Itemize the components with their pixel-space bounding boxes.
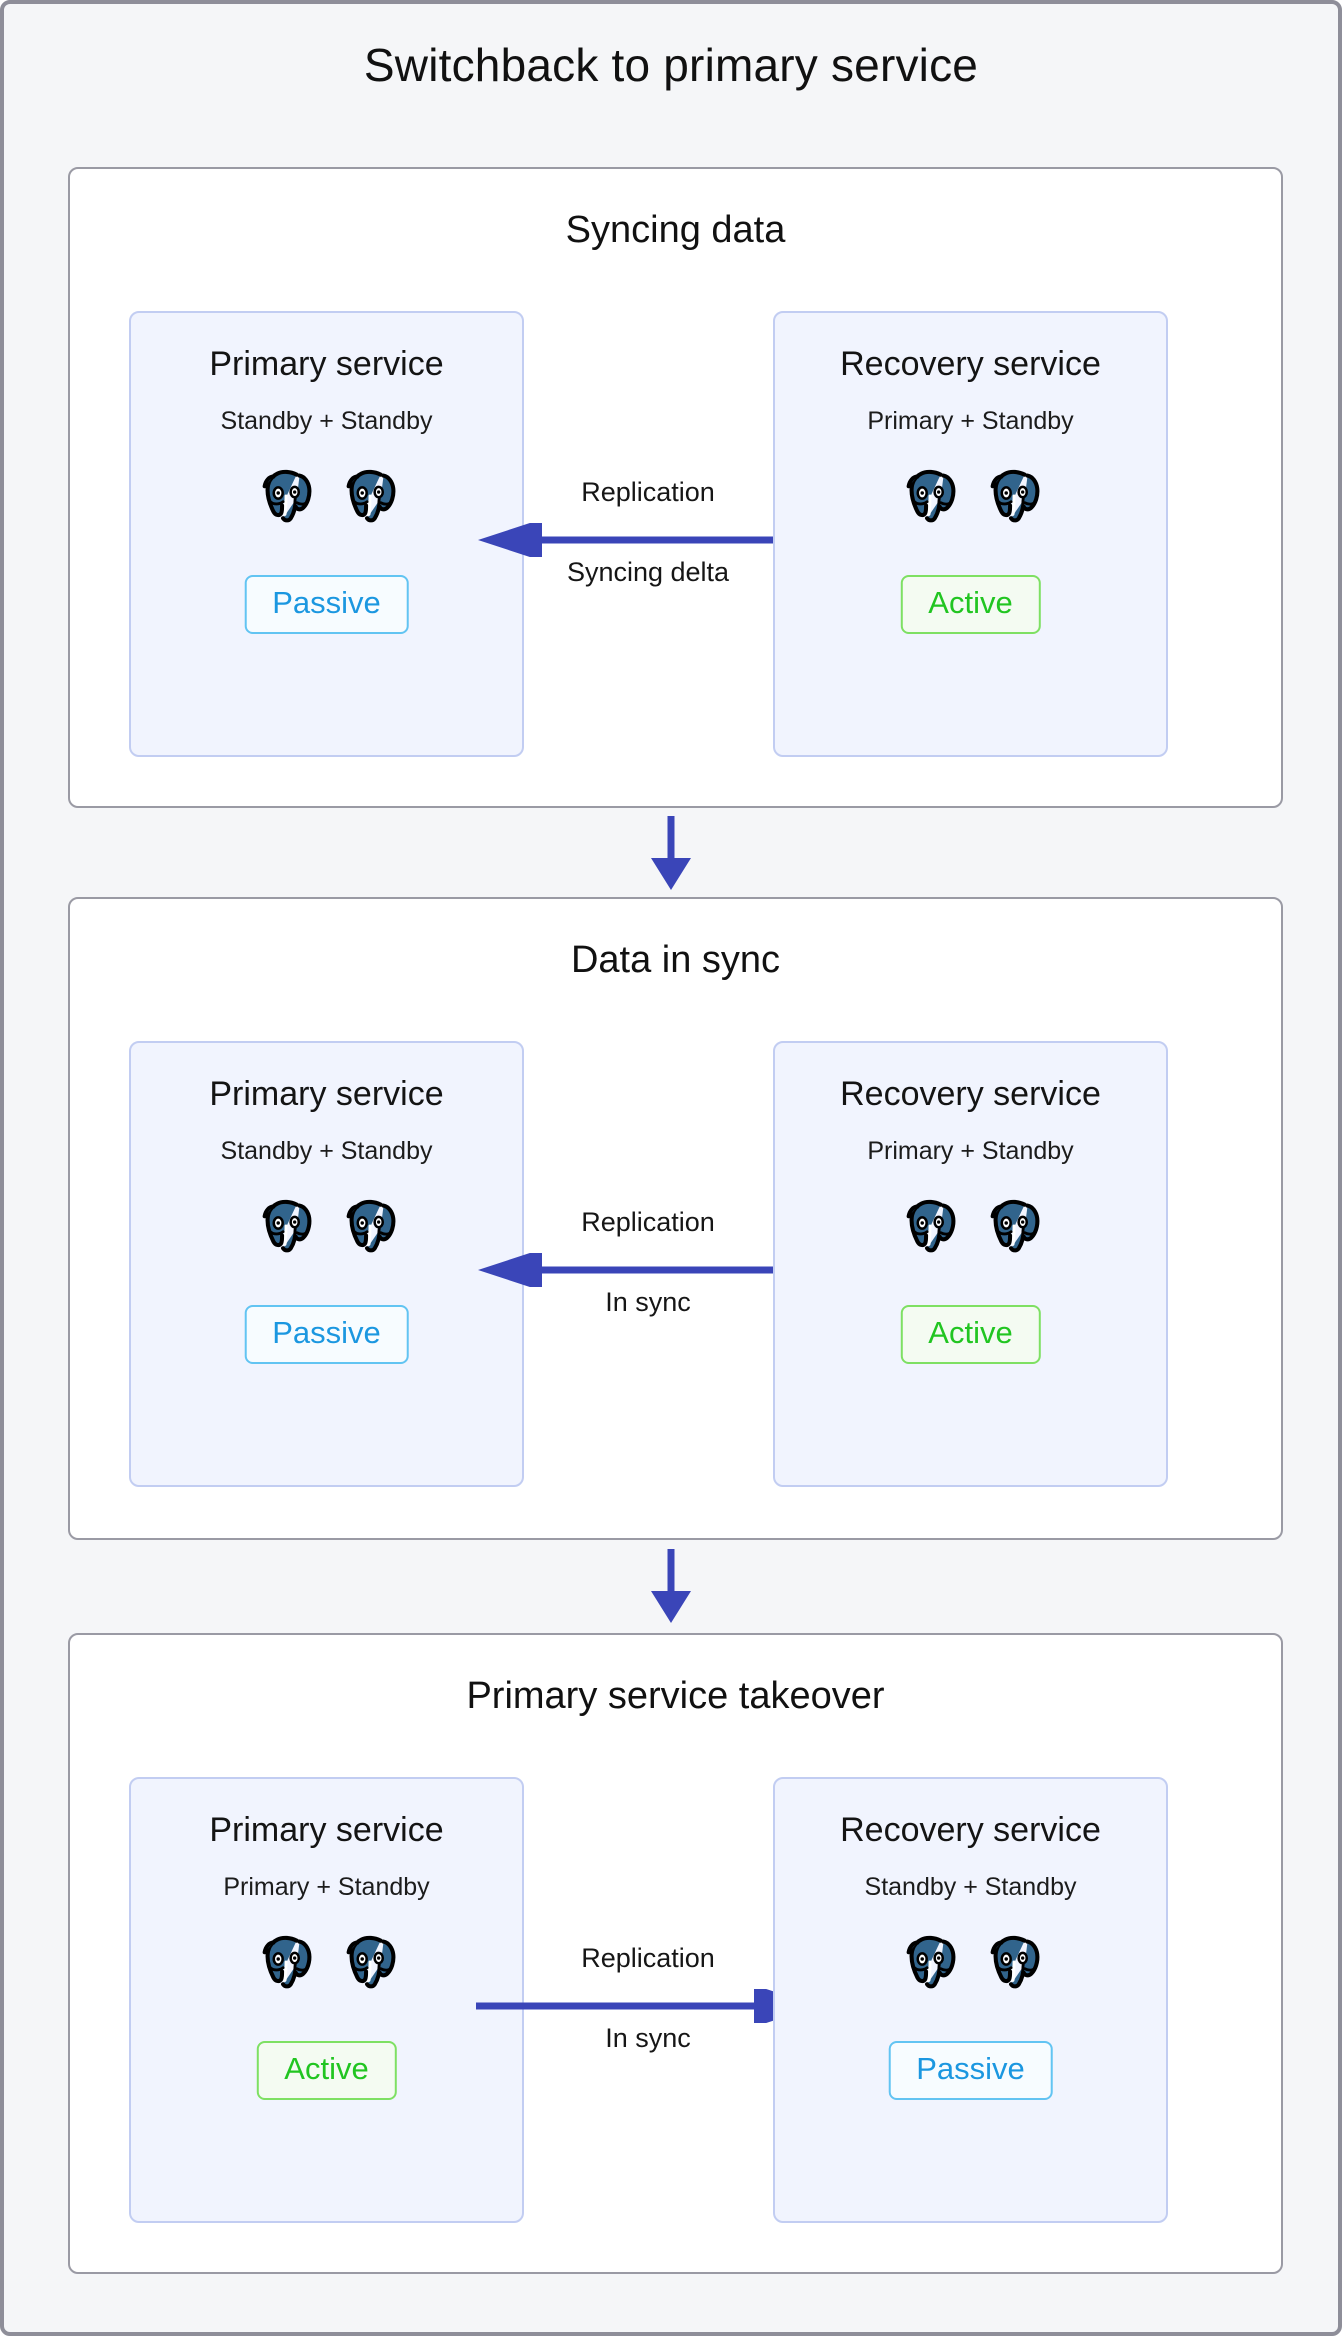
stage-title: Data in sync xyxy=(570,939,781,981)
arrow-left-icon xyxy=(478,523,820,557)
postgres-elephant-icon xyxy=(906,1935,955,1989)
stage-title: Primary service takeover xyxy=(466,1675,885,1717)
database-node-row xyxy=(775,1193,1166,1255)
service-roles: Primary + Standby xyxy=(867,407,1074,435)
service-roles: Standby + Standby xyxy=(220,407,433,435)
postgres-elephant-icon xyxy=(990,1199,1039,1253)
stage-panel-data-in-sync: Data in sync Primary service Standby + S… xyxy=(68,897,1283,1540)
service-card-recovery[interactable]: Recovery service Primary + Standby xyxy=(773,1041,1168,1487)
service-roles: Primary + Standby xyxy=(223,1873,430,1901)
stage-panel-primary-service-takeover: Primary service takeover Primary service… xyxy=(68,1633,1283,2274)
stage-title: Syncing data xyxy=(565,209,786,251)
database-node-row xyxy=(131,463,522,525)
service-name: Recovery service xyxy=(840,1075,1101,1113)
replication-label-bottom: In sync xyxy=(605,2023,691,2053)
arrow-down-icon xyxy=(651,816,691,890)
postgres-elephant-icon xyxy=(346,1935,395,1989)
replication-connector: Replication Syncing delta xyxy=(478,311,820,757)
service-card-recovery[interactable]: Recovery service Primary + Standby xyxy=(773,311,1168,757)
postgres-elephant-icon xyxy=(346,1199,395,1253)
service-roles: Primary + Standby xyxy=(867,1137,1074,1165)
postgres-elephant-icon xyxy=(346,469,395,523)
postgres-elephant-icon xyxy=(990,469,1039,523)
database-node-row xyxy=(775,1929,1166,1991)
service-name: Primary service xyxy=(209,345,444,383)
replication-connector: Replication In sync xyxy=(478,1041,820,1487)
database-node-row xyxy=(131,1193,522,1255)
status-badge: Passive xyxy=(244,1305,409,1364)
status-badge: Passive xyxy=(888,2041,1053,2100)
service-name: Primary service xyxy=(209,1075,444,1113)
arrow-right-icon xyxy=(476,1989,818,2023)
service-name: Recovery service xyxy=(840,345,1101,383)
replication-label-bottom: In sync xyxy=(605,1287,691,1317)
service-card-primary[interactable]: Primary service Primary + Standby xyxy=(129,1777,524,2223)
database-node-row xyxy=(775,463,1166,525)
postgres-elephant-icon xyxy=(906,1199,955,1253)
replication-label-top: Replication xyxy=(581,477,715,507)
service-card-primary[interactable]: Primary service Standby + Standby xyxy=(129,311,524,757)
replication-label-top: Replication xyxy=(581,1943,715,1973)
postgres-elephant-icon xyxy=(906,469,955,523)
replication-label-top: Replication xyxy=(581,1207,715,1237)
service-name: Recovery service xyxy=(840,1811,1101,1849)
page-title: Switchback to primary service xyxy=(363,39,979,91)
replication-label-bottom: Syncing delta xyxy=(566,557,730,587)
postgres-elephant-icon xyxy=(262,469,311,523)
service-card-recovery[interactable]: Recovery service Standby + Standby xyxy=(773,1777,1168,2223)
stage-panel-syncing-data: Syncing data Primary service Standby + S… xyxy=(68,167,1283,808)
arrow-left-icon xyxy=(478,1253,820,1287)
service-roles: Standby + Standby xyxy=(864,1873,1077,1901)
service-card-primary[interactable]: Primary service Standby + Standby xyxy=(129,1041,524,1487)
postgres-elephant-icon xyxy=(262,1935,311,1989)
service-roles: Standby + Standby xyxy=(220,1137,433,1165)
status-badge: Passive xyxy=(244,575,409,634)
status-badge: Active xyxy=(900,1305,1041,1364)
status-badge: Active xyxy=(256,2041,397,2100)
service-name: Primary service xyxy=(209,1811,444,1849)
postgres-elephant-icon xyxy=(262,1199,311,1253)
database-node-row xyxy=(131,1929,522,1991)
replication-connector: Replication In sync xyxy=(476,1777,818,2223)
status-badge: Active xyxy=(900,575,1041,634)
arrow-down-icon xyxy=(651,1549,691,1623)
postgres-elephant-icon xyxy=(990,1935,1039,1989)
